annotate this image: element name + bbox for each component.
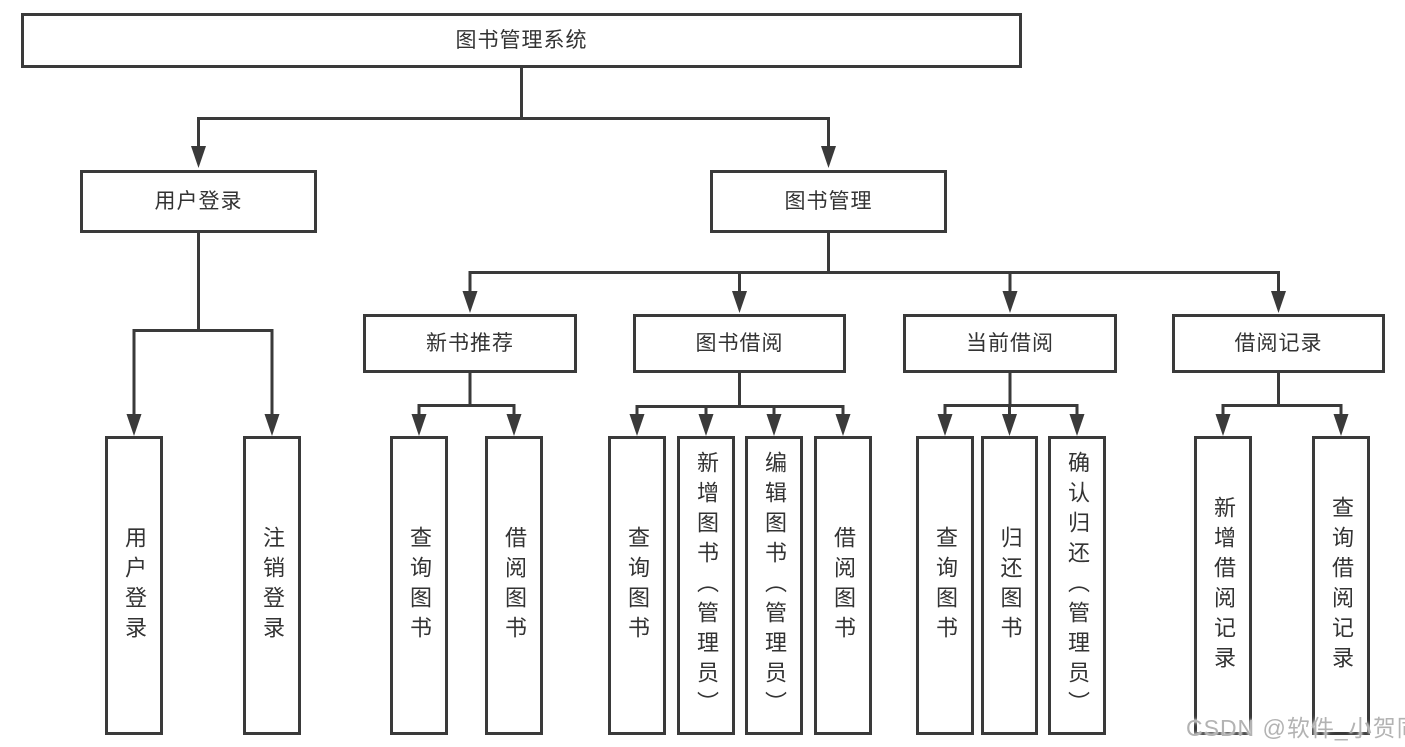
leaf-query-books-current: 查询图书 <box>916 436 974 735</box>
node-borrowing-records: 借阅记录 <box>1172 314 1385 373</box>
leaf-borrow-books-borrowing-label: 借阅图书 <box>831 525 856 646</box>
leaf-confirm-return-admin: 确认归还（管理员） <box>1048 436 1106 735</box>
leaf-edit-book-admin-label: 编辑图书（管理员） <box>762 450 787 721</box>
node-user-login: 用户登录 <box>80 170 317 233</box>
leaf-return-books-label: 归还图书 <box>997 525 1023 646</box>
leaf-add-borrow-record: 新增借阅记录 <box>1194 436 1252 735</box>
node-current-borrowing: 当前借阅 <box>903 314 1117 373</box>
node-book-borrowing: 图书借阅 <box>633 314 846 373</box>
leaf-borrow-books-recommend: 借阅图书 <box>485 436 543 735</box>
leaf-add-book-admin: 新增图书（管理员） <box>677 436 735 735</box>
node-new-book-recommendation: 新书推荐 <box>363 314 577 373</box>
leaf-borrow-books-borrowing: 借阅图书 <box>814 436 872 735</box>
leaf-add-book-admin-label: 新增图书（管理员） <box>694 450 719 721</box>
leaf-user-login: 用户登录 <box>105 436 163 735</box>
leaf-query-borrow-record: 查询借阅记录 <box>1312 436 1370 735</box>
leaf-user-login-label: 用户登录 <box>122 525 147 646</box>
leaf-query-books-borrowing: 查询图书 <box>608 436 666 735</box>
leaf-borrow-books-recommend-label: 借阅图书 <box>502 525 527 646</box>
leaf-logout-label: 注销登录 <box>260 525 285 646</box>
leaf-add-borrow-record-label: 新增借阅记录 <box>1211 495 1236 676</box>
node-library-management-system: 图书管理系统 <box>21 13 1022 68</box>
leaf-logout: 注销登录 <box>243 436 301 735</box>
leaf-query-books-borrowing-label: 查询图书 <box>625 525 650 646</box>
leaf-confirm-return-admin-label: 确认归还（管理员） <box>1065 450 1090 721</box>
leaf-return-books: 归还图书 <box>981 436 1038 735</box>
node-book-management: 图书管理 <box>710 170 947 233</box>
leaf-query-books-recommend-label: 查询图书 <box>407 525 432 646</box>
leaf-edit-book-admin: 编辑图书（管理员） <box>745 436 803 735</box>
csdn-watermark: CSDN @软件_小贺同学 <box>1186 715 1405 741</box>
leaf-query-borrow-record-label: 查询借阅记录 <box>1329 495 1354 676</box>
leaf-query-books-current-label: 查询图书 <box>933 525 958 646</box>
leaf-query-books-recommend: 查询图书 <box>390 436 448 735</box>
